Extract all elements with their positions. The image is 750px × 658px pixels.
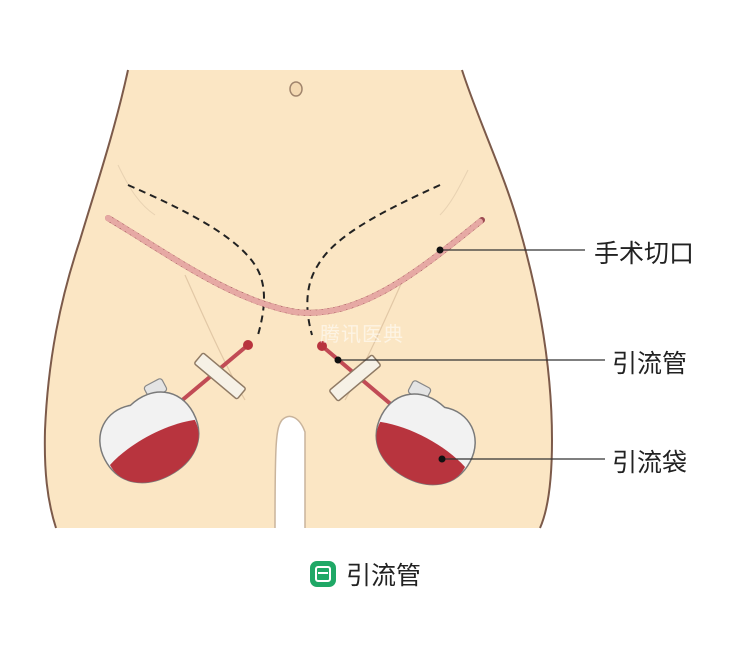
watermark: 腾讯医典	[320, 322, 404, 346]
torso-left-edge	[43, 69, 129, 529]
caption-text: 引流管	[346, 561, 422, 590]
leader-incision-dot	[436, 246, 444, 254]
navel	[289, 81, 303, 97]
drain-bag-left	[99, 378, 200, 484]
crease-left-top	[117, 164, 156, 216]
drain-fixator-left	[194, 352, 246, 400]
pelvis-dashed-left	[127, 184, 265, 336]
caption: 引流管	[310, 556, 421, 592]
label-drain-bag: 引流袋	[612, 448, 688, 477]
label-incision: 手术切口	[594, 239, 695, 268]
book-icon	[310, 561, 336, 587]
drain-exit-right	[317, 341, 327, 351]
label-drain-tube: 引流管	[612, 349, 688, 378]
leader-drain-bag-dot	[438, 455, 446, 463]
drain-exit-left	[243, 340, 253, 350]
leader-drain-tube-dot	[334, 356, 342, 364]
torso-right-edge	[461, 69, 554, 529]
crease-right-top	[439, 169, 469, 216]
drain-bag-right	[375, 380, 476, 486]
incision-stitches	[105, 215, 485, 316]
leg-gap-outline	[274, 415, 306, 529]
pelvis-dashed-right	[306, 184, 441, 336]
